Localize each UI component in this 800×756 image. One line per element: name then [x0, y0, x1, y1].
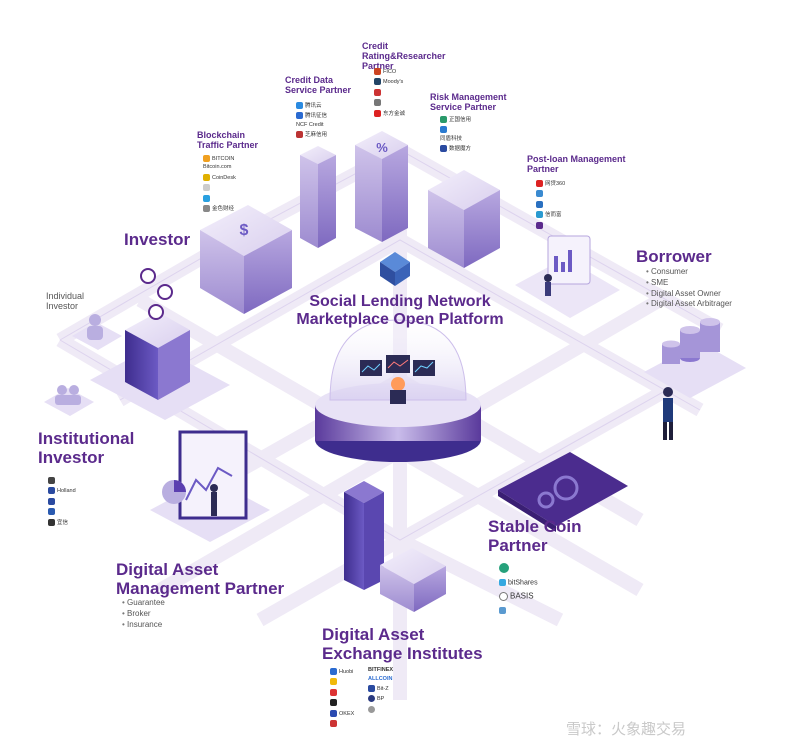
partner-logo: Moody's	[374, 78, 405, 86]
partner-logo	[368, 705, 393, 713]
risk-management-logos: 正国信用 同盾科技 数据魔方	[440, 116, 471, 156]
partner-logo	[536, 200, 565, 208]
individual-investor-label: Individual Investor	[46, 291, 85, 311]
platform-title-line1: Social Lending Network	[309, 293, 491, 310]
platform-title-line2: Marketplace Open Platform	[296, 311, 504, 329]
post-loan-logos: 网贷360 信而富	[536, 180, 565, 232]
partner-logo	[48, 497, 76, 505]
partner-logo	[48, 508, 76, 516]
borrower-list: Consumer SME Digital Asset Owner Digital…	[646, 267, 732, 310]
partner-logo: bitShares	[499, 579, 538, 586]
partner-logo	[374, 99, 405, 107]
exchange-logos-left: Huobi OKEX	[330, 668, 354, 731]
partner-logo	[330, 720, 354, 728]
post-loan-label: Post-loan Management Partner	[527, 154, 626, 174]
institutional-investor-figure	[44, 385, 94, 416]
partner-logo: BASIS	[499, 592, 538, 602]
exchange-logos-right: BITFINEX ALLCOIN Bit-Z BP	[368, 667, 394, 716]
asset-management-item: Broker	[122, 609, 165, 620]
asset-management-label: Digital Asset Management Partner	[116, 560, 285, 598]
risk-management-label: Risk Management Service Partner	[430, 92, 507, 112]
partner-logo: Huobi	[330, 668, 354, 675]
partner-logo	[536, 190, 565, 198]
credit-rating-logos: FICO Moody's 东方金诚	[374, 68, 405, 120]
blockchain-traffic-logos: BITCOIN Bitcoin.com CoinDesk 金色财经	[203, 155, 236, 216]
borrower-coins	[644, 318, 746, 440]
partner-logo	[330, 688, 354, 696]
central-platform	[315, 319, 481, 462]
partner-logo: NCF Credit	[296, 121, 324, 128]
borrower-item: Digital Asset Arbitrager	[646, 299, 732, 310]
credit-data-bar	[300, 146, 336, 248]
platform-logo	[380, 252, 410, 286]
partner-logo: 芝麻信用	[296, 131, 327, 139]
stable-coin-logos: bitShares BASIS	[499, 563, 538, 618]
institutional-investor-label: Institutional Investor	[38, 429, 135, 467]
investor-label: Investor	[124, 230, 191, 249]
partner-logo: 正国信用	[440, 116, 471, 123]
partner-logo	[203, 194, 236, 202]
partner-logo	[499, 607, 538, 615]
partner-logo: 腾讯云	[296, 102, 327, 109]
svg-text:$: $	[240, 222, 249, 239]
asset-management-monitor	[150, 430, 270, 542]
stable-coin-label: Stable Coin Partner	[488, 517, 582, 555]
partner-logo	[48, 477, 76, 484]
partner-logo: 宜信	[48, 518, 76, 526]
svg-text:%: %	[376, 140, 388, 155]
partner-logo	[330, 678, 354, 686]
partner-logo: 信而富	[536, 211, 565, 219]
partner-logo: ALLCOIN	[368, 675, 393, 682]
partner-logo: 数据魔方	[440, 145, 471, 153]
exchange-label: Digital Asset Exchange Institutes	[322, 625, 483, 663]
borrower-item: Consumer	[646, 267, 732, 278]
individual-investor-figure	[72, 314, 122, 350]
partner-logo: Bit-Z	[368, 685, 393, 692]
partner-logo: CoinDesk	[203, 173, 236, 181]
credit-rating-label: Credit Rating&Researcher Partner	[362, 41, 446, 71]
partner-logo	[330, 699, 354, 707]
borrower-label: Borrower	[636, 247, 712, 266]
partner-logo: 腾讯征信	[296, 112, 327, 120]
borrower-item: SME	[646, 278, 732, 289]
partner-logo: BITCOIN	[203, 155, 236, 162]
stable-coin-panel	[498, 452, 628, 532]
partner-logo: Holland	[48, 487, 76, 495]
partner-logo	[440, 126, 471, 134]
partner-logo: 同盾科技	[440, 135, 463, 142]
partner-logo: BITFINEX	[368, 667, 394, 673]
partner-logo: BP	[368, 695, 393, 703]
asset-management-list: Guarantee Broker Insurance	[122, 598, 165, 630]
exchange-buildings	[344, 481, 446, 612]
partner-logo: OKEX	[330, 709, 354, 717]
partner-logo: FICO	[374, 68, 405, 75]
post-loan-platform	[515, 235, 620, 318]
credit-rating-tower: %	[355, 131, 408, 242]
partner-logo	[203, 184, 236, 192]
partner-logo: 网贷360	[536, 180, 565, 187]
platform-title: Social Lending Network Marketplace Open …	[240, 293, 560, 330]
asset-management-item: Guarantee	[122, 598, 165, 609]
partner-logo: 金色财经	[203, 205, 236, 213]
partner-logo	[374, 88, 405, 96]
partner-logo	[536, 221, 565, 229]
blockchain-traffic-label: Blockchain Traffic Partner	[197, 130, 259, 150]
watermark: 雪球：火象趣交易	[566, 721, 687, 738]
credit-data-label: Credit Data Service Partner	[285, 75, 352, 95]
institutional-investor-logos: Holland 宜信	[48, 477, 76, 529]
partner-logo	[499, 563, 538, 573]
partner-logo: Bitcoin.com	[203, 164, 232, 171]
blockchain-cube: $	[200, 205, 292, 314]
investor-tower	[90, 268, 230, 420]
partner-logo: 东方金诚	[374, 109, 405, 117]
risk-cube	[428, 170, 500, 268]
borrower-item: Digital Asset Owner	[646, 289, 732, 300]
asset-management-item: Insurance	[122, 620, 165, 631]
credit-data-logos: 腾讯云 腾讯征信 NCF Credit 芝麻信用	[296, 102, 327, 142]
